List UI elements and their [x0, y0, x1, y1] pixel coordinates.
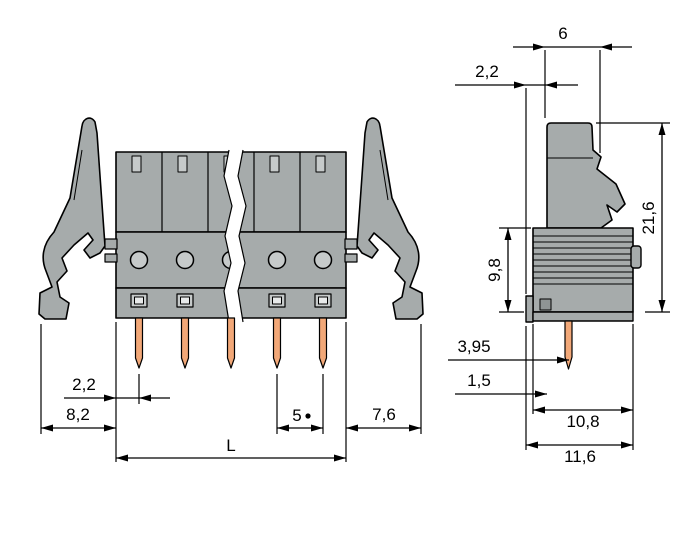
pole-dividers [161, 152, 301, 232]
dim-label-front-length: L [226, 436, 235, 455]
solder-pin-side [564, 320, 573, 370]
connector-body-side [525, 227, 642, 323]
dim-label-side-3-95: 3,95 [457, 337, 490, 356]
dim-front-left-edge: 8,2 [41, 405, 116, 432]
dim-label-side-6: 6 [558, 24, 567, 43]
solder-openings [130, 293, 332, 308]
dim-label-side-11-6: 11,6 [564, 447, 596, 466]
side-extension-lines [499, 50, 670, 450]
latch-tabs [104, 238, 358, 263]
latch-lever-side [546, 122, 626, 229]
dim-front-right-edge: 7,6 [346, 405, 421, 432]
side-view: 2,2 6 21,6 9,8 3,95 [448, 24, 670, 466]
contact-hole [313, 250, 333, 270]
dim-label-side-21-6: 21,6 [639, 201, 658, 234]
dim-side-body-height: 9,8 [485, 228, 512, 312]
dim-label-side-2-2: 2,2 [475, 62, 499, 81]
dim-label-side-10-8: 10,8 [566, 412, 599, 431]
front-extension-lines [40, 322, 422, 462]
dim-front-flange-to-pin: 2,2 [64, 375, 170, 402]
latch-lever-left-outline [38, 117, 106, 320]
dim-label-front-7-6: 7,6 [372, 405, 396, 424]
latch-lever-right-outline [356, 117, 424, 320]
dim-side-pin-offset: 1,5 [455, 371, 547, 398]
break-edge-left [223, 149, 233, 323]
break-edge-right [237, 149, 247, 323]
dim-front-total-length: L [116, 436, 346, 462]
dim-label-front-2-2: 2,2 [72, 375, 96, 394]
solder-pin [318, 317, 328, 369]
break-lines [223, 149, 247, 323]
side-tab [630, 245, 642, 269]
solder-pins-front [134, 317, 328, 369]
dim-label-front-8-2: 8,2 [66, 405, 90, 424]
dim-side-pin-position: 3,95 [448, 337, 569, 364]
solder-pin [272, 317, 282, 369]
dim-label-side-1-5: 1,5 [467, 371, 491, 390]
solder-pin [180, 317, 190, 369]
contact-hole [129, 250, 149, 270]
solder-pin [226, 317, 236, 369]
side-detail-square [539, 298, 552, 311]
latch-lever-left [38, 117, 106, 320]
dim-side-total-height: 21,6 [639, 123, 666, 312]
front-view: 2,2 8,2 5 7,6 L [38, 117, 424, 462]
contact-hole [267, 250, 287, 270]
side-base-strip [532, 311, 634, 322]
dim-side-body-width: 10,8 [533, 406, 633, 431]
dim-side-top-width: 6 [513, 24, 632, 51]
dim-label-front-pitch: 5 [292, 406, 301, 425]
dim-label-side-9-8: 9,8 [485, 258, 504, 282]
dim-side-top-offset: 2,2 [455, 62, 578, 89]
side-foot [525, 295, 534, 323]
lamella-lines [533, 235, 633, 285]
solder-pin [134, 317, 144, 369]
latch-lever-right-crease [379, 149, 389, 201]
contact-hole [175, 250, 195, 270]
dim-front-pitch: 5 [277, 406, 323, 432]
latch-lever-right [356, 117, 424, 320]
pitch-dot [305, 413, 311, 419]
latch-lever-side-outline [546, 122, 626, 229]
latch-lever-left-crease [73, 149, 83, 201]
dim-side-total-width: 11,6 [526, 441, 633, 466]
